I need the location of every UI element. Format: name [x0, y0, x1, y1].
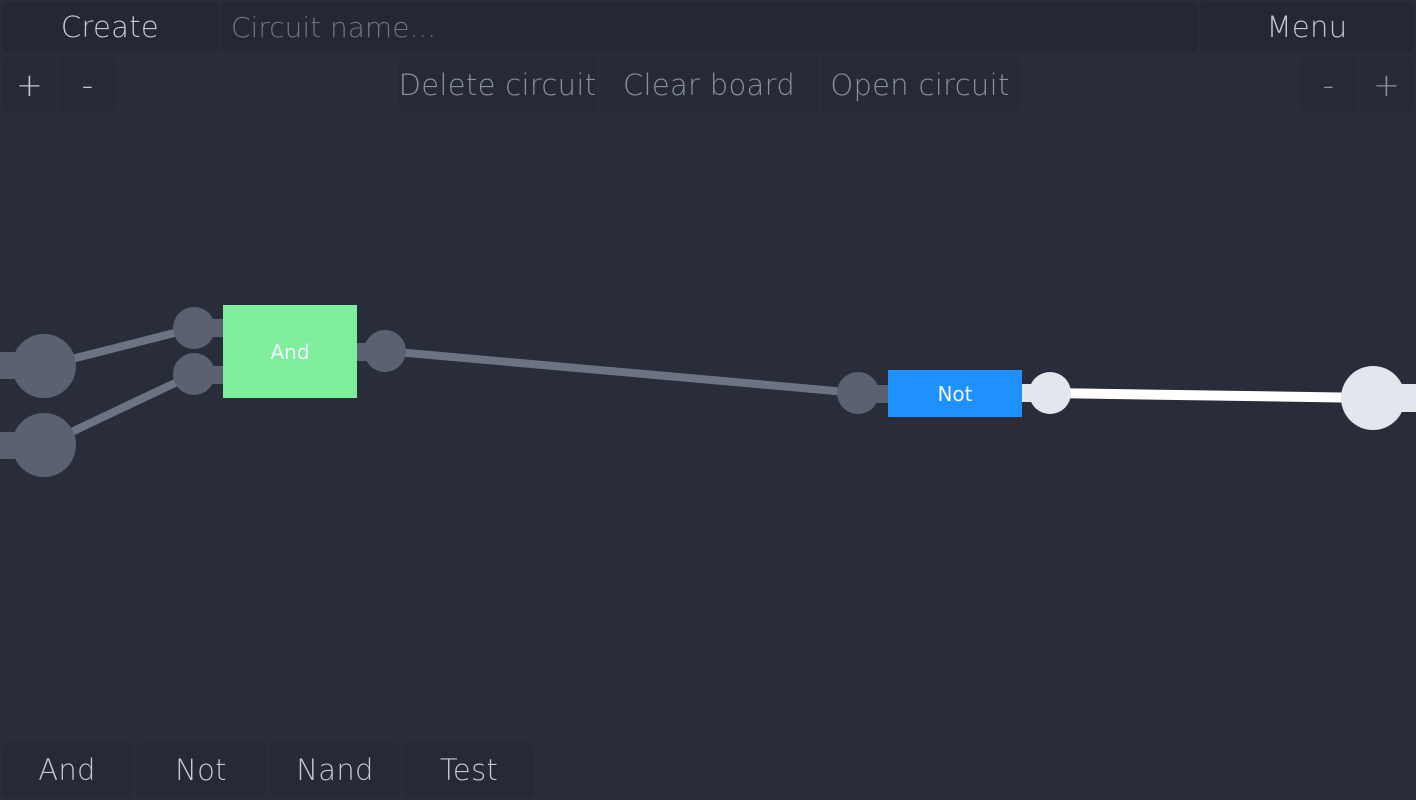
input-toggle-2[interactable] [12, 413, 76, 477]
circuit-name-input[interactable] [221, 2, 1197, 52]
not-output-pin[interactable] [1029, 372, 1071, 414]
palette-item-test[interactable]: Test [404, 742, 534, 798]
zoom-in-left-button[interactable]: + [2, 57, 57, 112]
wire-not-to-output[interactable] [1045, 388, 1378, 403]
not-chip[interactable]: Not [888, 370, 1022, 417]
output-indicator[interactable] [1341, 366, 1405, 430]
zoom-out-left-button[interactable]: - [60, 57, 115, 112]
and-output-pin[interactable] [364, 330, 406, 372]
and-input-pin-b[interactable] [173, 353, 215, 395]
delete-circuit-button[interactable]: Delete circuit [398, 57, 597, 112]
palette-item-nand[interactable]: Nand [270, 742, 400, 798]
menu-button[interactable]: Menu [1200, 2, 1414, 52]
and-input-pin-a[interactable] [173, 307, 215, 349]
create-button[interactable]: Create [2, 2, 218, 52]
zoom-in-right-button[interactable]: + [1359, 57, 1414, 112]
zoom-out-right-button[interactable]: - [1301, 57, 1356, 112]
clear-board-button[interactable]: Clear board [600, 57, 818, 112]
palette-item-and[interactable]: And [2, 742, 132, 798]
not-input-pin[interactable] [837, 372, 879, 414]
input-toggle-1[interactable] [12, 334, 76, 398]
wire-and-to-not[interactable] [381, 347, 862, 397]
open-circuit-button[interactable]: Open circuit [821, 57, 1019, 112]
palette-item-not[interactable]: Not [136, 742, 266, 798]
and-chip[interactable]: And [223, 305, 357, 398]
